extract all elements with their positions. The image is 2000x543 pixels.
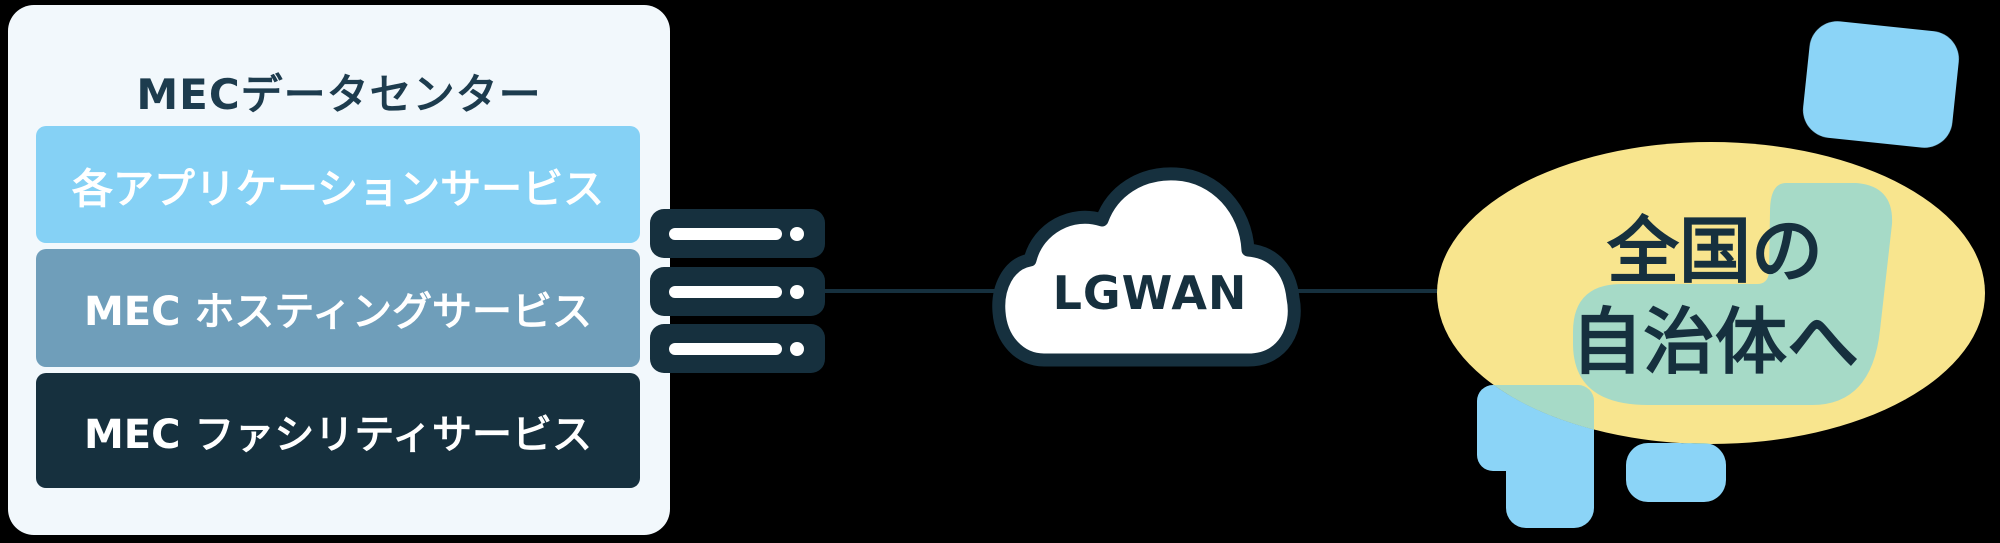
server-unit-icon	[650, 324, 825, 373]
honshu-shape	[1573, 183, 1893, 405]
destination-line1: 全国の	[1606, 209, 1823, 293]
datacenter-card: MECデータセンター 各アプリケーションサービス MEC ホスティングサービス …	[8, 5, 670, 535]
server-unit-icon	[650, 209, 825, 258]
server-slot	[669, 286, 782, 298]
cloud-label: LGWAN	[1052, 266, 1248, 320]
service-row-facility: MEC ファシリティサービス	[36, 373, 640, 488]
connector-line-left	[820, 289, 1020, 293]
destination-label: 全国の 自治体へ	[1480, 206, 1950, 388]
server-slot	[669, 228, 782, 240]
destination-line2: 自治体へ	[1570, 300, 1859, 384]
server-stack-icon	[650, 209, 825, 373]
server-slot	[669, 343, 782, 355]
cloud-icon	[992, 167, 1301, 367]
datacenter-title: MECデータセンター	[136, 70, 542, 119]
service-row-applications: 各アプリケーションサービス	[36, 126, 640, 243]
service-row-hosting: MEC ホスティングサービス	[36, 249, 640, 367]
connector-line-right	[1288, 289, 1443, 293]
server-unit-icon	[650, 267, 825, 316]
server-led	[790, 285, 804, 299]
server-led	[790, 342, 804, 356]
server-led	[790, 227, 804, 241]
